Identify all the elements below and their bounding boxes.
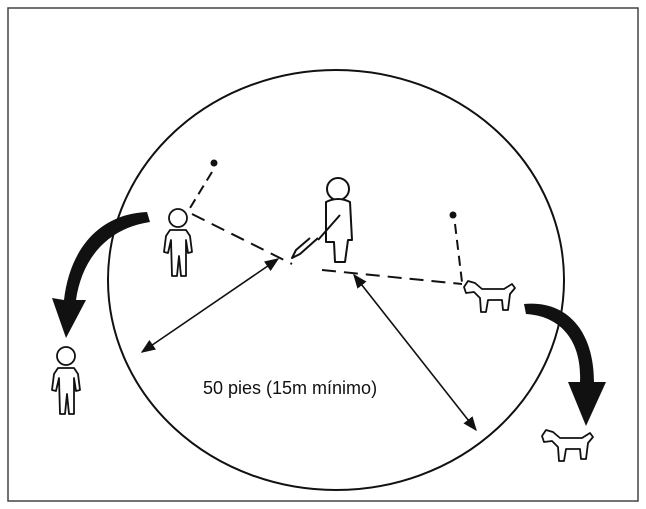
distance-label: 50 pies (15m mínimo): [203, 378, 378, 398]
dashed-line-to-dog: [321, 269, 463, 285]
dashed-line-to-person: [191, 213, 293, 265]
distance-arrow-left: [140, 258, 280, 353]
bystander-outside-icon: [51, 346, 81, 415]
diagram-frame: [7, 7, 639, 502]
dog-outside-icon: [541, 429, 594, 462]
distance-arrow-right: [353, 273, 477, 432]
curved-arrow-right-icon: [524, 303, 606, 426]
bystander-icon: [163, 208, 193, 277]
dog-icon: [463, 280, 516, 313]
operator-icon: [291, 177, 353, 263]
debris-right-icon: [449, 211, 463, 283]
safety-zone-circle: [107, 69, 565, 491]
curved-arrow-left-icon: [52, 212, 150, 338]
debris-left-icon: [189, 159, 218, 209]
